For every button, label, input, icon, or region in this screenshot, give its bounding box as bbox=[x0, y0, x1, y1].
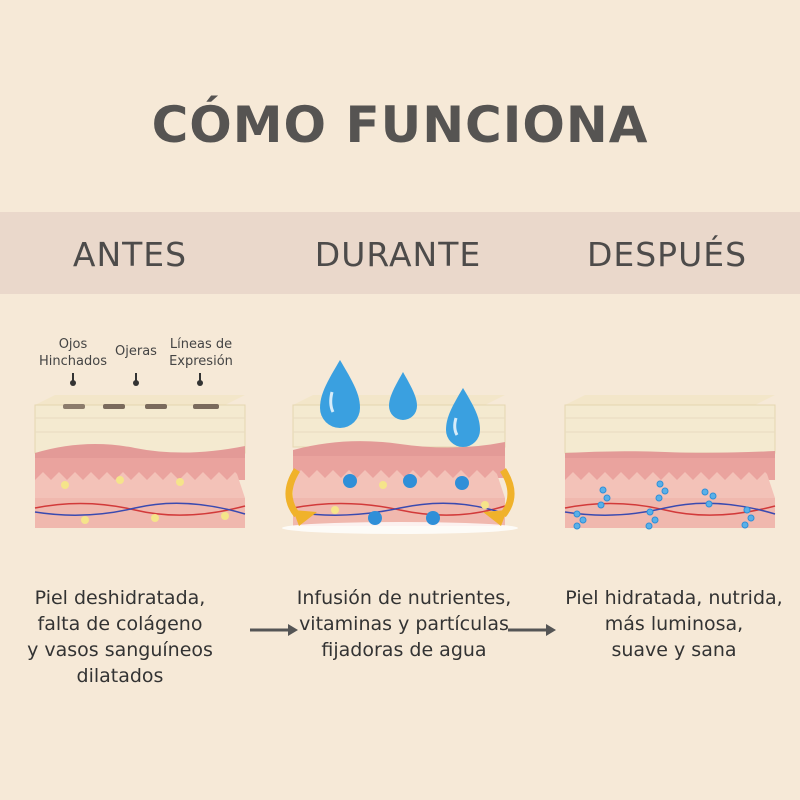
stage-label-durante: DURANTE bbox=[314, 235, 482, 274]
stage-label-despues: DESPUÉS bbox=[586, 235, 748, 274]
label-ojos-hinchados: Ojos Hinchados bbox=[39, 337, 107, 369]
page-title: CÓMO FUNCIONA bbox=[151, 96, 649, 154]
stage-label-antes: ANTES bbox=[72, 235, 188, 274]
pin-ojos-hinchados bbox=[70, 373, 76, 386]
skin-diagram-antes bbox=[34, 395, 246, 528]
label-ojeras: Ojeras bbox=[115, 344, 157, 359]
description-despues: Piel hidratada, nutrida, más luminosa, s… bbox=[565, 587, 783, 661]
arrow-right-icon bbox=[250, 624, 298, 636]
label-lineas-expresion: Líneas de Expresión bbox=[169, 337, 233, 369]
description-durante: Infusión de nutrientes, vitaminas y part… bbox=[296, 587, 512, 661]
stage-header-band bbox=[0, 212, 800, 294]
skin-diagram-despues bbox=[564, 395, 776, 530]
description-antes: Piel deshidratada, falta de colágeno y v… bbox=[27, 587, 213, 687]
pin-lineas-expresion bbox=[197, 373, 203, 386]
pin-ojeras bbox=[133, 373, 139, 386]
arrow-right-icon bbox=[508, 624, 556, 636]
skin-diagram-durante bbox=[282, 360, 518, 534]
